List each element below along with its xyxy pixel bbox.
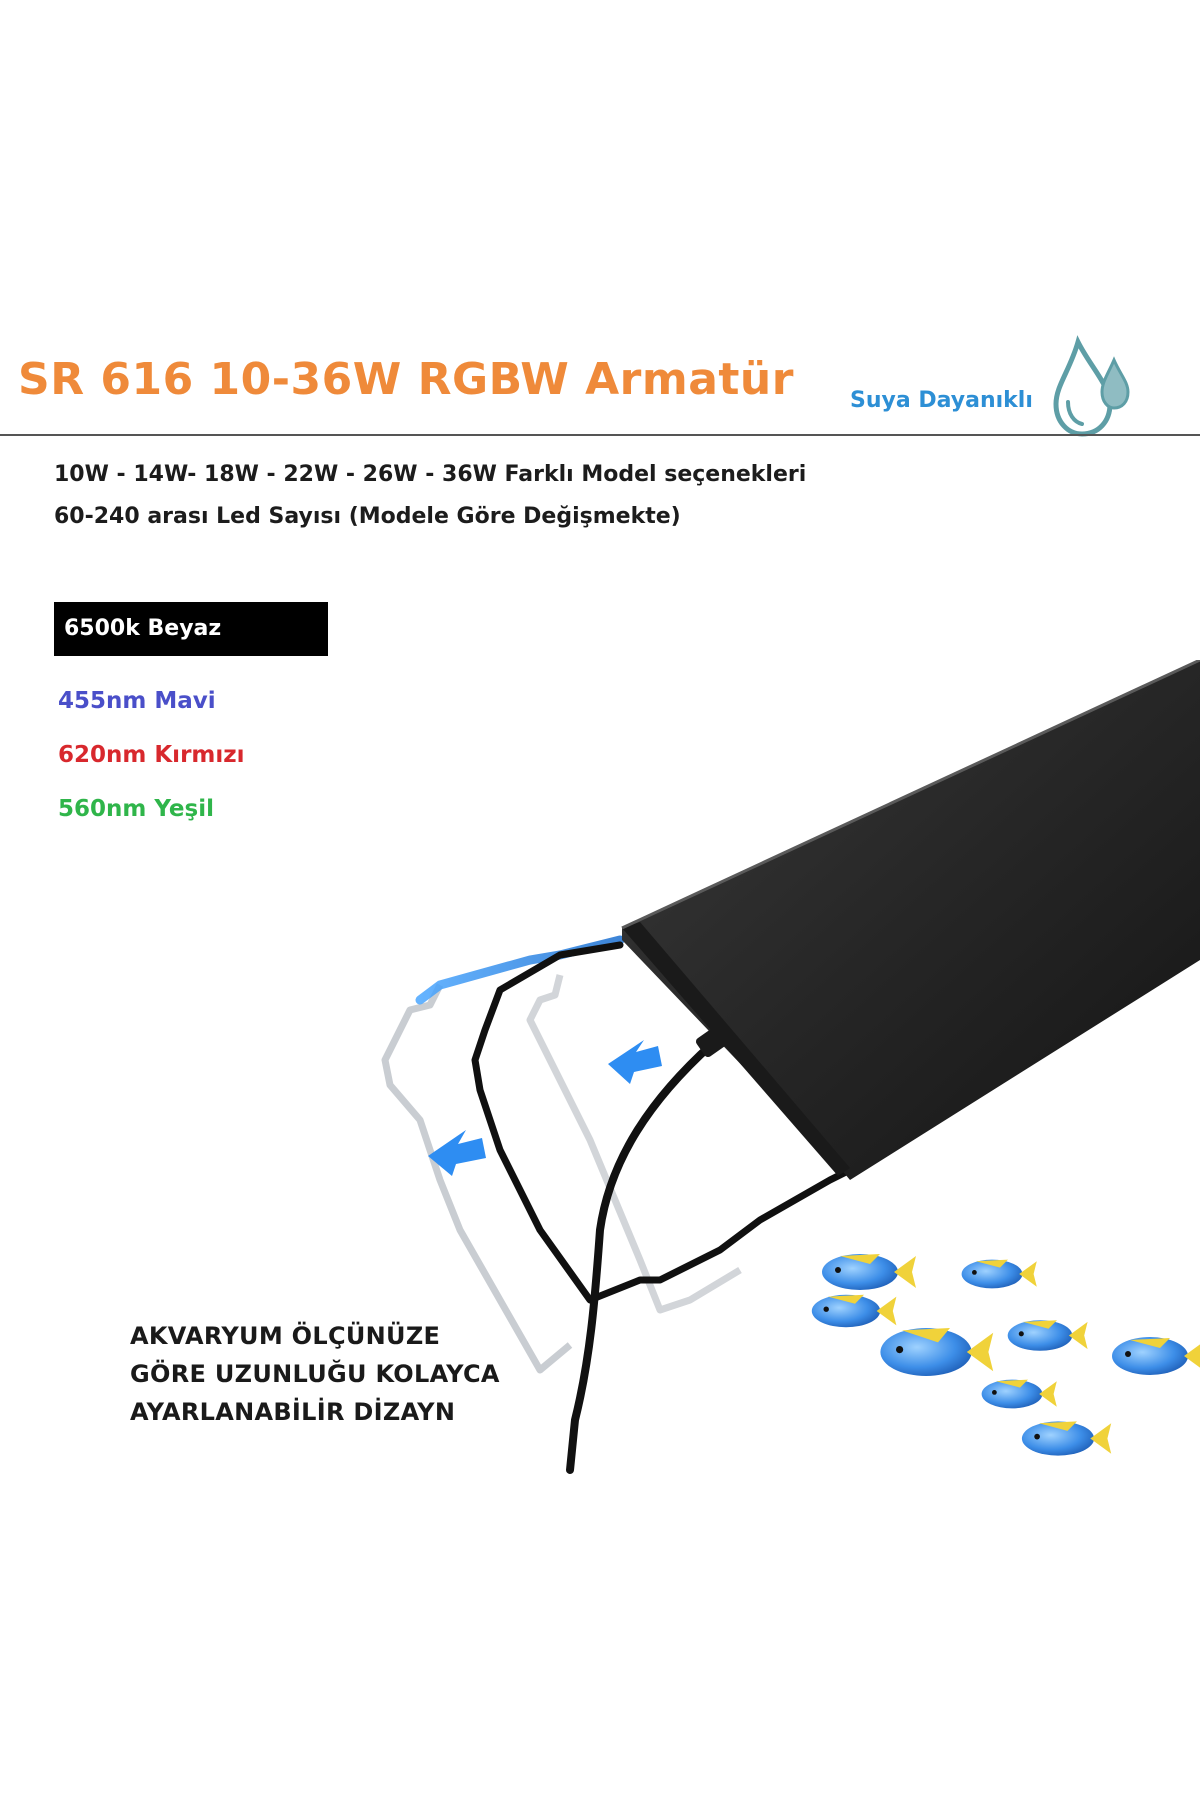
blue-color-label: 455nm Mavi <box>58 688 216 714</box>
caption-line-1: AKVARYUM ÖLÇÜNÜZE <box>130 1322 441 1350</box>
led-light-bar-illustration <box>381 660 1200 1474</box>
light-bar-body <box>622 660 1200 1180</box>
fish-icon <box>880 1328 994 1376</box>
white-color-label: 6500k Beyaz <box>64 616 222 641</box>
red-color-label: 620nm Kırmızı <box>58 742 245 768</box>
ghost-bracket-right <box>526 974 742 1314</box>
green-color-label: 560nm Yeşil <box>58 796 214 822</box>
power-cable <box>566 1040 716 1474</box>
fish-icon <box>1021 1421 1112 1456</box>
fish-icon <box>822 1254 916 1290</box>
blue-arrow-icon <box>428 1130 486 1176</box>
led-count-text: 60-240 arası Led Sayısı (Modele Göre Değ… <box>54 504 681 529</box>
fish-icon <box>1112 1337 1200 1375</box>
caption-line-2: GÖRE UZUNLUĞU KOLAYCA <box>130 1360 500 1388</box>
fish-icon <box>961 1259 1037 1289</box>
caption-line-3: AYARLANABİLİR DİZAYN <box>130 1398 456 1426</box>
ghost-bracket-left <box>381 983 573 1374</box>
model-options-text: 10W - 14W- 18W - 22W - 26W - 36W Farklı … <box>54 462 807 487</box>
cable-plug <box>695 1024 731 1058</box>
fish-icon <box>981 1379 1057 1409</box>
fish-icon <box>811 1294 897 1328</box>
water-drop-icon <box>1053 335 1130 437</box>
black-bracket <box>471 941 864 1304</box>
fish-icon <box>1007 1320 1088 1351</box>
product-title: SR 616 10-36W RGBW Armatür <box>18 354 794 405</box>
water-resistant-label: Suya Dayanıklı <box>850 388 1033 413</box>
fish-school <box>811 1254 1200 1456</box>
white-color-box: 6500k Beyaz <box>54 602 328 656</box>
blue-arrow-icon <box>608 1040 662 1084</box>
header-divider <box>0 434 1200 436</box>
